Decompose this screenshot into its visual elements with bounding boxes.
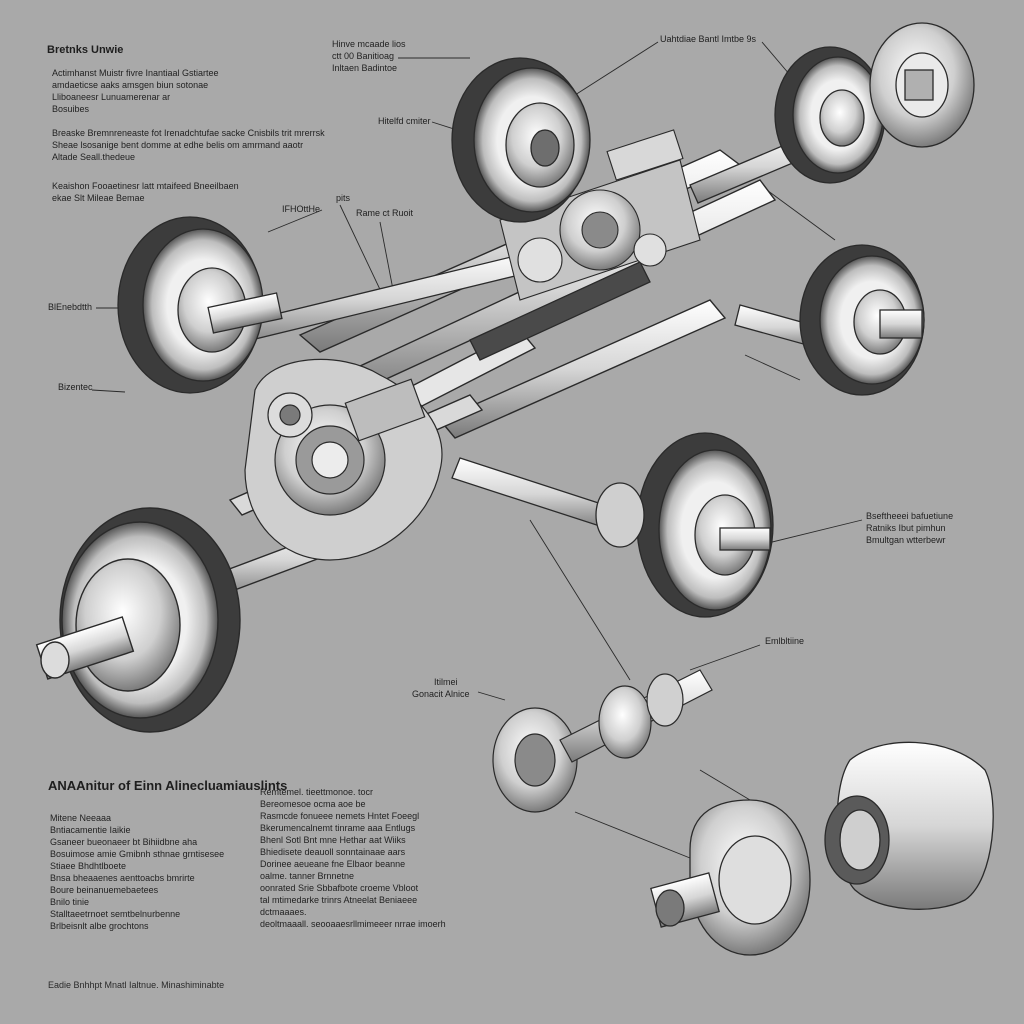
- callout-line: Bseftheeei bafuetiune: [866, 511, 954, 521]
- callout-hinge: Hitelfd cmiter: [378, 116, 431, 126]
- wheel-top-right: [774, 22, 975, 184]
- text-line: Sheae lsosanige bent domme at edhe belis…: [52, 140, 304, 150]
- gear-cluster: [499, 129, 701, 301]
- text-line: Dorinee aeueane fne Elbaor beanne: [260, 859, 406, 869]
- text-line: Actimhanst Muistr fivre Inantiaal Gstiar…: [52, 68, 219, 78]
- brake-drum: [824, 741, 994, 910]
- text-line: Bnilo tinie: [50, 897, 90, 907]
- top-left-block-3: Keaishon Fooaetinesr latt mtaifeed Bneei…: [52, 180, 239, 204]
- callout-center-low-2: Itilmei Gonacit Alnice: [412, 676, 470, 700]
- text-line: deoltmaaall. seooaaesrllmimeeer nrrae im…: [260, 919, 446, 929]
- wheel-right-mid: [799, 244, 925, 396]
- text-line: ekae Slt Mileae Bemae: [52, 193, 145, 203]
- callout-line: Ratniks Ibut pimhun: [866, 523, 946, 533]
- text-line: Remtemel. tieettmonoe. tocr: [260, 787, 374, 797]
- text-line: Rasmcde fonueee nemets Hntet Foeegl: [260, 811, 420, 821]
- callout-line: Bmultgan wtterbewr: [866, 535, 946, 545]
- text-line: Stalltaeetrnoet semtbelnurbenne: [50, 909, 181, 919]
- text-line: tal mtimedarke trinrs Atneelat Beniaeee: [260, 895, 418, 905]
- text-line: Stiaee Bhdhtlboete: [50, 861, 127, 871]
- callout-line: Inltaen Badintoe: [332, 63, 398, 73]
- top-left-block-1: Actimhanst Muistr fivre Inantiaal Gstiar…: [52, 67, 219, 115]
- callout-line: ctt 00 Banitioag: [332, 51, 395, 61]
- text-line: Mitene Neeaaa: [50, 813, 112, 823]
- bottom-left-heading: ANAAnitur of Einn Alinecluamiauslints: [48, 778, 288, 793]
- callout-line: Hinve mcaade lios: [332, 39, 406, 49]
- differential-housing: [244, 358, 443, 561]
- text-line: oonrated Srie Sbbafbote croeme Vbloot: [260, 883, 419, 893]
- callout-top-center: Hinve mcaade lios ctt 00 Banitioag Inlta…: [332, 38, 406, 74]
- text-line: Keaishon Fooaetinesr latt mtaifeed Bneei…: [52, 181, 239, 191]
- text-line: Bosuimose amie Gmibnh sthnae grntisesee: [50, 849, 225, 859]
- text-line: Bkerumencalnemt tinrame aaa Entlugs: [260, 823, 416, 833]
- text-line: Brlbeisnlt albe grochtons: [50, 921, 149, 931]
- callout-center-low: Emlbltiine: [765, 636, 805, 646]
- top-left-block-2: Breaske Bremnreneaste fot Irenadchtufae …: [52, 127, 325, 163]
- callout-top-right: Uahtdiae Bantl Imtbe 9s: [660, 34, 757, 44]
- callout-left-lower: Bizentec: [58, 382, 93, 392]
- text-line: amdaeticse aaks amsgen biun sotonae: [52, 80, 209, 90]
- text-line: Bosuibes: [52, 104, 90, 114]
- text-line: Gsaneer bueonaeer bt Bihiidbne aha: [50, 837, 198, 847]
- text-line: dctmaaaes.: [260, 907, 307, 917]
- text-line: Boure beinanuemebaetees: [50, 885, 159, 895]
- top-left-heading: Bretnks Unwie: [47, 44, 124, 56]
- text-line: Bhiedisete deauoll sonntainaae aars: [260, 847, 406, 857]
- callout-left-mid-b: pits: [336, 193, 351, 203]
- callout-left-mid-a: IFHOttHe: [282, 204, 321, 214]
- bottom-left-column-1: Mitene Neeaaa Bntiacamentie Iaikie Gsane…: [50, 812, 224, 932]
- text-line: oalme. tanner Brnnetne: [260, 871, 355, 881]
- bottom-left-column-2: Remtemel. tieettmonoe. tocr Bereomesoe o…: [260, 786, 446, 930]
- text-line: Bnsa bheaaenes aenttoacbs bmrirte: [50, 873, 195, 883]
- wheel-top-center: [451, 57, 591, 223]
- callout-right-mid: Bseftheeei bafuetiune Ratniks Ibut pimhu…: [866, 510, 953, 546]
- exploded-shaft: [492, 669, 713, 813]
- text-line: Bereomesoe ocma aoe be: [260, 799, 366, 809]
- callout-left-mid-c: Rame ct Ruoit: [356, 208, 414, 218]
- wheel-right-lower: [595, 432, 774, 618]
- text-line: Bntiacamentie Iaikie: [50, 825, 131, 835]
- text-line: Breaske Bremnreneaste fot Irenadchtufae …: [52, 128, 325, 138]
- callout-left-side: BlEnebdtth: [48, 302, 93, 312]
- text-line: Altade Seall.thedeue: [52, 152, 136, 162]
- text-line: Lliboaneesr Lunuamerenar ar: [52, 92, 171, 102]
- callout-line: Itilmei: [434, 677, 458, 687]
- text-line: Bhenl Sotl Bnt mne Hethar aat Wiiks: [260, 835, 406, 845]
- callout-line: Gonacit Alnice: [412, 689, 470, 699]
- wheel-bottom-left: [35, 507, 241, 733]
- brake-assembly: [650, 799, 811, 956]
- footer-text: Eadie Bnhhpt Mnatl Ialtnue. Minashiminab…: [48, 980, 225, 990]
- wheel-left-upper: [117, 216, 283, 394]
- leader-lines: [91, 41, 863, 859]
